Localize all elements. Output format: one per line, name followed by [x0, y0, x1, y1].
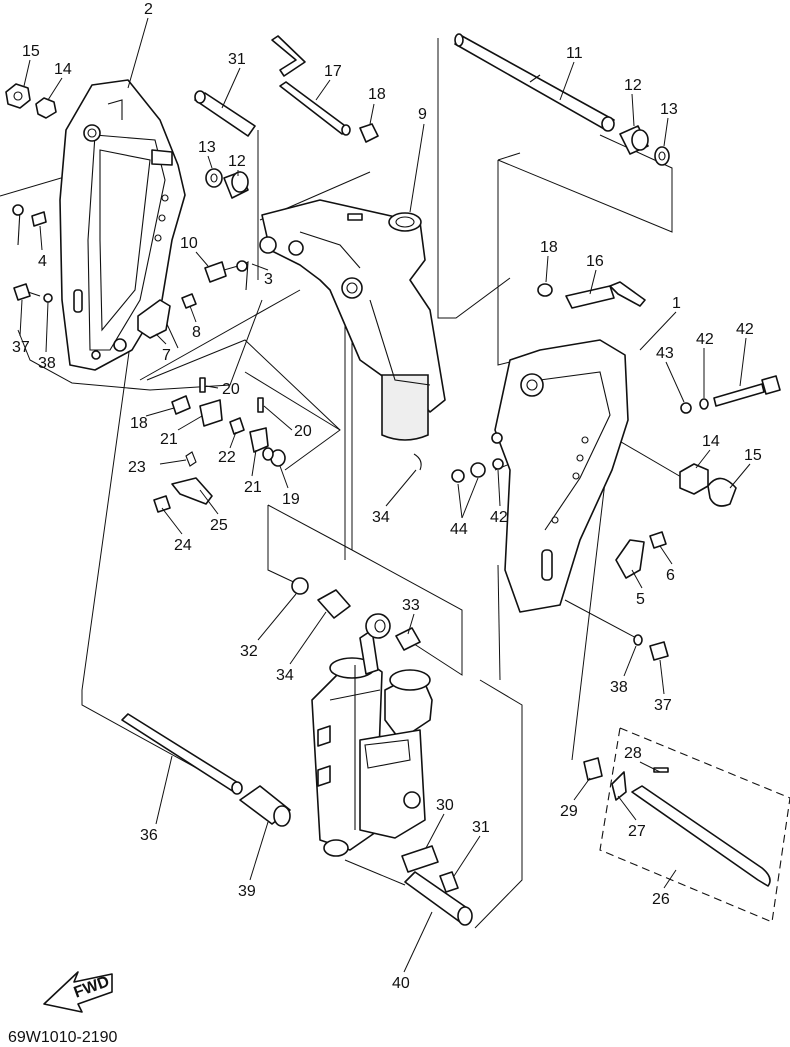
callout-38: 38	[38, 355, 56, 372]
callout-38: 38	[610, 679, 628, 696]
callout-23: 23	[128, 459, 146, 476]
callout-37: 37	[654, 697, 672, 714]
callout-41: 42	[736, 321, 754, 338]
callout-18: 18	[130, 415, 148, 432]
callout-18: 18	[540, 239, 558, 256]
callout-11: 11	[566, 45, 583, 62]
callout-16: 16	[586, 253, 604, 270]
callout-43: 43	[656, 345, 674, 362]
callout-34: 33	[402, 597, 420, 614]
callout-35: 34	[372, 509, 390, 526]
small-parts	[5, 35, 781, 893]
callout-17: 17	[324, 63, 342, 80]
callout-14: 14	[54, 61, 72, 78]
callout-leaders	[19, 17, 751, 973]
callout-14: 14	[702, 433, 720, 450]
callout-25: 25	[210, 517, 228, 534]
diagram-code: 69W1010-2190	[8, 1029, 118, 1046]
callout-21: 21	[244, 479, 262, 496]
callout-33: 34	[276, 667, 294, 684]
callout-42: 42	[696, 331, 714, 348]
callout-8: 8	[192, 324, 201, 341]
detail-dashed-box	[599, 727, 790, 923]
callout-27: 27	[628, 823, 646, 840]
clamp-bracket-right	[491, 339, 629, 613]
callout-30: 30	[436, 797, 454, 814]
shafts	[121, 90, 473, 926]
callout-9: 9	[418, 106, 427, 123]
callout-26: 26	[652, 891, 670, 908]
callout-20: 20	[294, 423, 312, 440]
callout-28: 28	[624, 745, 642, 762]
callout-1: 1	[672, 295, 681, 312]
callout-13: 13	[198, 139, 216, 156]
callout-20: 20	[222, 381, 240, 398]
callout-15: 15	[744, 447, 762, 464]
callout-42: 42	[490, 509, 508, 526]
callout-12: 12	[228, 153, 246, 170]
callout-10: 10	[180, 235, 198, 252]
callout-29: 29	[560, 803, 578, 820]
callout-32: 31	[228, 51, 246, 68]
callout-34: 32	[240, 643, 258, 660]
callout-3: 3	[264, 271, 273, 288]
pivot-shaft	[454, 33, 615, 132]
callout-12: 12	[624, 77, 642, 94]
callout-6: 6	[666, 567, 675, 584]
callout-15: 15	[22, 43, 40, 60]
callout-18: 18	[368, 86, 386, 103]
callout-40: 40	[392, 975, 410, 992]
callout-19: 19	[282, 491, 300, 508]
callout-22: 22	[218, 449, 236, 466]
callout-37: 37	[12, 339, 30, 356]
callout-24: 24	[174, 537, 192, 554]
callout-39: 39	[238, 883, 256, 900]
callout-21: 21	[160, 431, 178, 448]
callout-31: 31	[472, 819, 490, 836]
callout-5: 5	[636, 591, 645, 608]
callout-44: 44	[450, 521, 468, 538]
callout-labels: 2 15 14 31 17 18 9 11 12 13 13 12 10 4 3…	[12, 1, 762, 992]
callout-4: 4	[38, 253, 47, 270]
callout-7: 7	[162, 347, 171, 364]
callout-2: 2	[144, 1, 153, 18]
tilt-cylinder	[311, 613, 433, 857]
fwd-arrow: FWD	[43, 971, 113, 1013]
swivel-bracket	[259, 199, 446, 441]
callout-13: 13	[660, 101, 678, 118]
callout-36: 36	[140, 827, 158, 844]
